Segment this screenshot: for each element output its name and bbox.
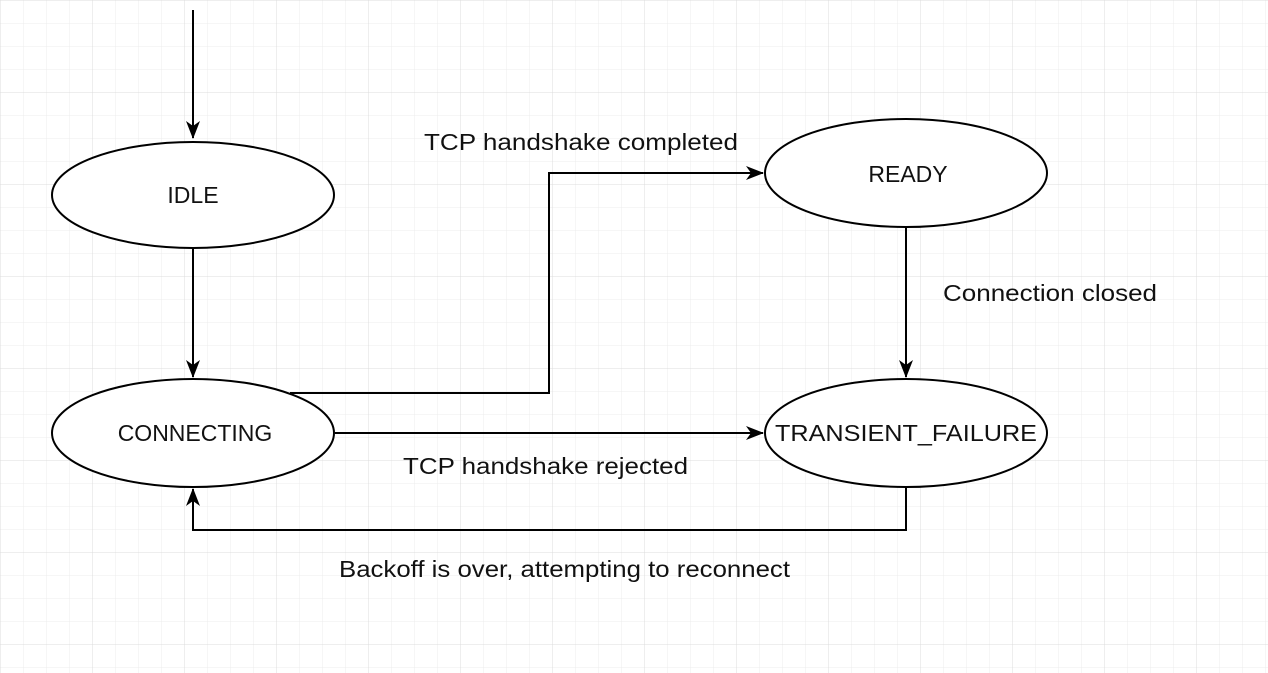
edge-label-backoff-over: Backoff is over, attempting to reconnect: [339, 556, 791, 582]
node-connecting-label: CONNECTING: [118, 420, 273, 446]
node-transient-failure-shape: [764, 378, 1048, 488]
edge-label-connection-closed: Connection closed: [943, 280, 1157, 306]
node-transient-failure-label: TRANSIENT_FAILURE: [775, 420, 1037, 446]
node-idle: IDLE: [51, 141, 335, 249]
node-ready: READY: [764, 118, 1048, 228]
edge-connecting-to-ready: [290, 166, 764, 394]
edge-label-tcp-rejected: TCP handshake rejected: [403, 453, 688, 479]
node-transient-failure: TRANSIENT_FAILURE: [764, 378, 1048, 488]
edges: [186, 10, 913, 531]
node-connecting-shape: [51, 378, 335, 488]
node-ready-shape: [764, 118, 1048, 228]
node-idle-label: IDLE: [167, 182, 218, 208]
node-connecting: CONNECTING: [51, 378, 335, 488]
node-idle-shape: [51, 141, 335, 249]
edge-transient-failure-to-connecting: [186, 487, 907, 531]
edge-label-tcp-completed: TCP handshake completed: [424, 129, 738, 155]
node-ready-label: READY: [868, 161, 947, 187]
